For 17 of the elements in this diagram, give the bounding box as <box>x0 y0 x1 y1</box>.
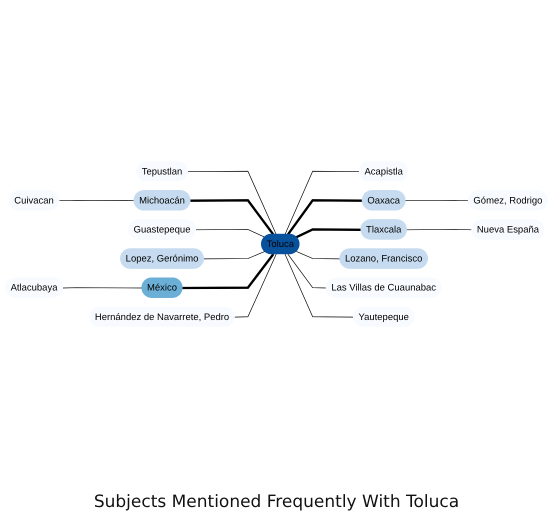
connector <box>58 200 135 202</box>
connector <box>288 254 327 288</box>
connector <box>204 251 266 260</box>
connector <box>405 200 469 202</box>
diagram-title: Subjects Mentioned Frequently With Toluca <box>94 492 460 512</box>
connector <box>406 229 472 230</box>
connector <box>284 170 360 235</box>
connector <box>182 253 274 290</box>
connector <box>62 287 143 288</box>
connector <box>196 229 266 238</box>
connector <box>284 254 354 318</box>
connector <box>190 199 274 236</box>
connector <box>234 254 277 318</box>
connector <box>187 170 277 235</box>
connector <box>296 251 340 260</box>
connector <box>296 228 362 238</box>
connector <box>286 199 363 236</box>
